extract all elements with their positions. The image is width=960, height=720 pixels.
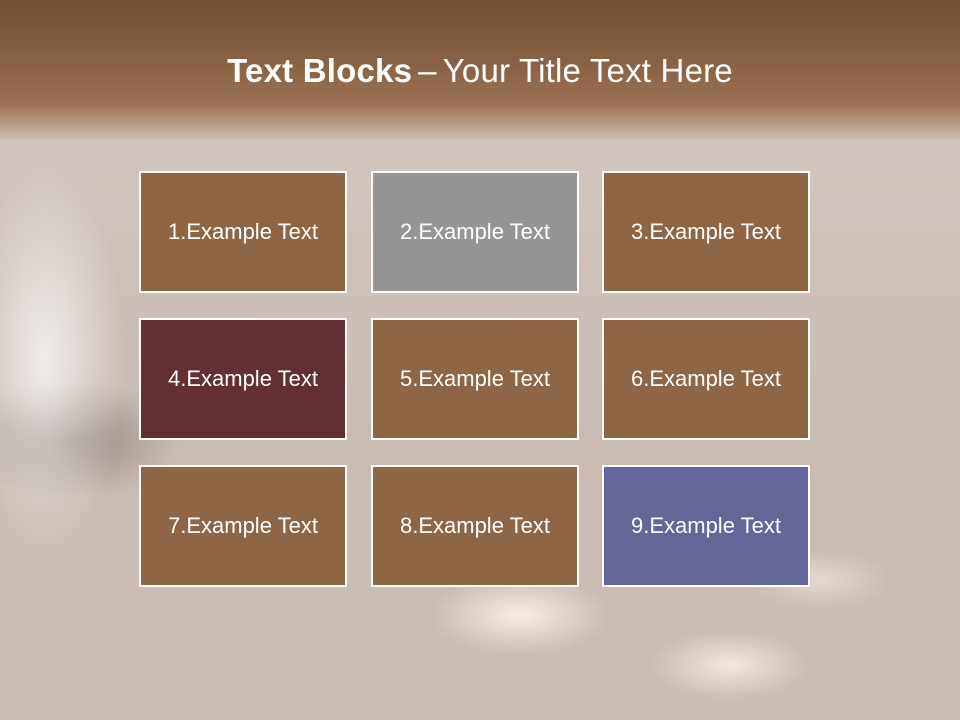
text-block-label: 1.Example Text — [167, 219, 318, 244]
text-block-6: 6.Example Text — [602, 318, 810, 440]
text-block-1: 1.Example Text — [139, 171, 347, 293]
text-block-3: 3.Example Text — [602, 171, 810, 293]
text-block-9: 9.Example Text — [602, 465, 810, 587]
text-block-label: 8.Example Text — [399, 513, 550, 538]
title-rest: Your Title Text Here — [442, 52, 733, 89]
title-bold-part: Text Blocks — [227, 52, 413, 89]
text-block-5: 5.Example Text — [371, 318, 579, 440]
text-block-label: 7.Example Text — [167, 513, 318, 538]
text-block-7: 7.Example Text — [139, 465, 347, 587]
text-block-label: 6.Example Text — [630, 366, 781, 391]
text-block-label: 5.Example Text — [399, 366, 550, 391]
text-block-8: 8.Example Text — [371, 465, 579, 587]
text-block-label: 2.Example Text — [399, 219, 550, 244]
slide-title: Text Blocks–Your Title Text Here — [0, 52, 960, 90]
text-block-label: 9.Example Text — [630, 513, 781, 538]
text-block-label: 4.Example Text — [167, 366, 318, 391]
text-block-2: 2.Example Text — [371, 171, 579, 293]
title-separator: – — [418, 52, 437, 89]
text-block-4: 4.Example Text — [139, 318, 347, 440]
title-banner — [0, 0, 960, 140]
text-block-label: 3.Example Text — [630, 219, 781, 244]
